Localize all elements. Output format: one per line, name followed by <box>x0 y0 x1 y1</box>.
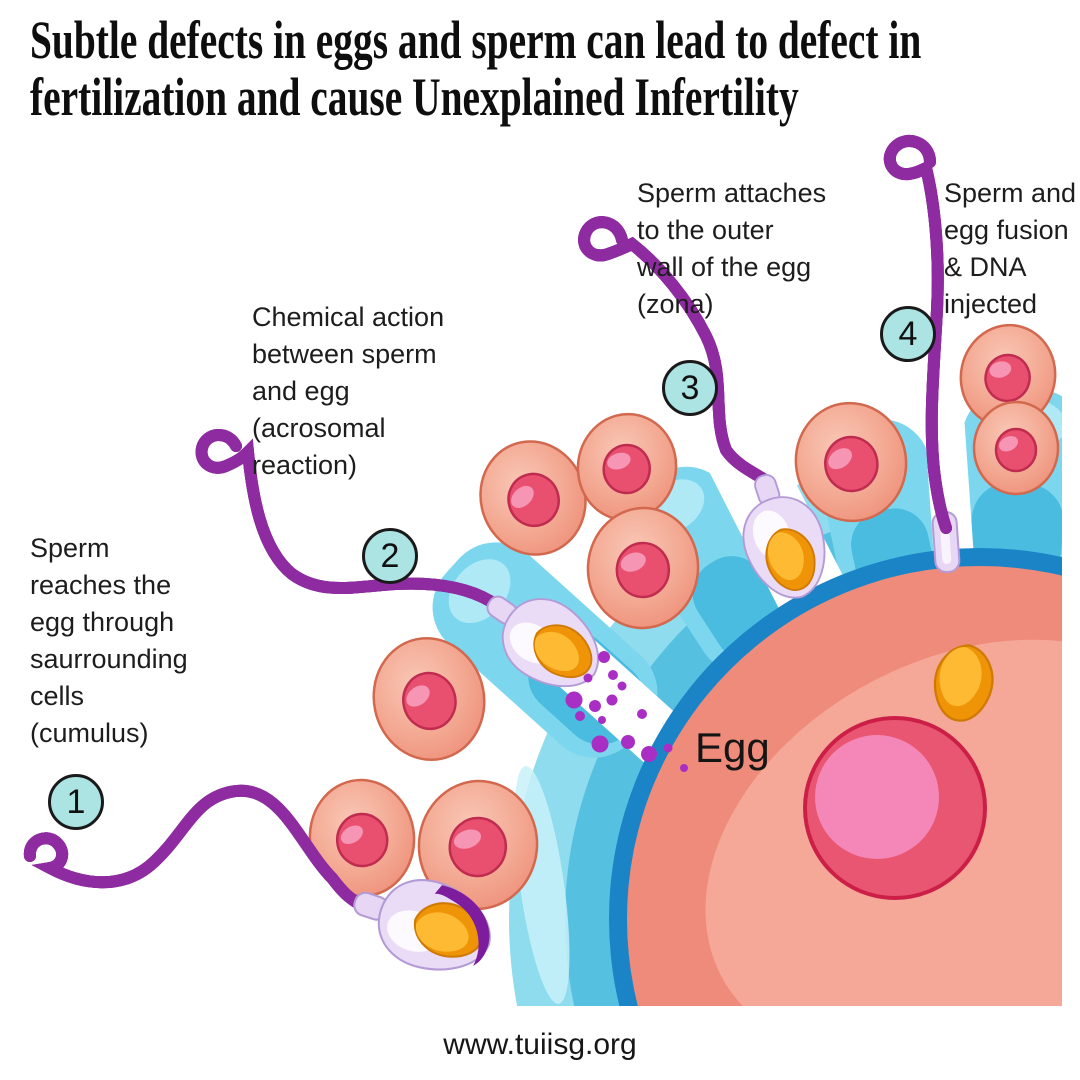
sperm-4 <box>890 141 952 534</box>
step-3-badge: 3 <box>662 360 718 416</box>
cumulus-cell <box>959 323 1057 429</box>
cumulus-cell <box>586 506 700 630</box>
cumulus-cell <box>308 778 416 898</box>
cumulus-cell <box>417 779 539 911</box>
cumulus-cells <box>308 323 1060 911</box>
acrosome-crescent <box>434 885 490 966</box>
cumulus-cell <box>372 636 486 762</box>
step-4-badge: 4 <box>880 306 936 362</box>
step-2-label: Chemical action between sperm and egg (a… <box>252 302 445 480</box>
fused-sperm-head <box>933 644 994 722</box>
cumulus-cell <box>794 401 908 523</box>
sperm-3 <box>584 222 841 610</box>
cumulus-cell <box>576 412 678 522</box>
egg-nucleolus <box>815 735 939 859</box>
sperm-1-head <box>340 858 504 987</box>
sperm-2 <box>202 435 618 708</box>
step-1-label: Sperm reaches the egg through saurroundi… <box>30 533 188 748</box>
title-line-1: Subtle defects in eggs and sperm can lea… <box>30 10 922 70</box>
cumulus-cell <box>972 400 1060 496</box>
acrosomal-dots <box>565 651 688 772</box>
step-1-badge: 1 <box>48 774 104 830</box>
title-line-2: fertilization and cause Unexplained Infe… <box>30 67 799 127</box>
step-2-badge: 2 <box>362 528 418 584</box>
sperm-1 <box>30 791 504 987</box>
page-title: Subtle defects in eggs and sperm can lea… <box>30 12 1052 126</box>
egg-label: Egg <box>695 724 770 771</box>
step-4-label: Sperm and egg fusion & DNA injected <box>944 178 1077 319</box>
step-3-label: Sperm attaches to the outer wall of the … <box>637 178 827 319</box>
website-url: www.tuiisg.org <box>443 1028 637 1061</box>
